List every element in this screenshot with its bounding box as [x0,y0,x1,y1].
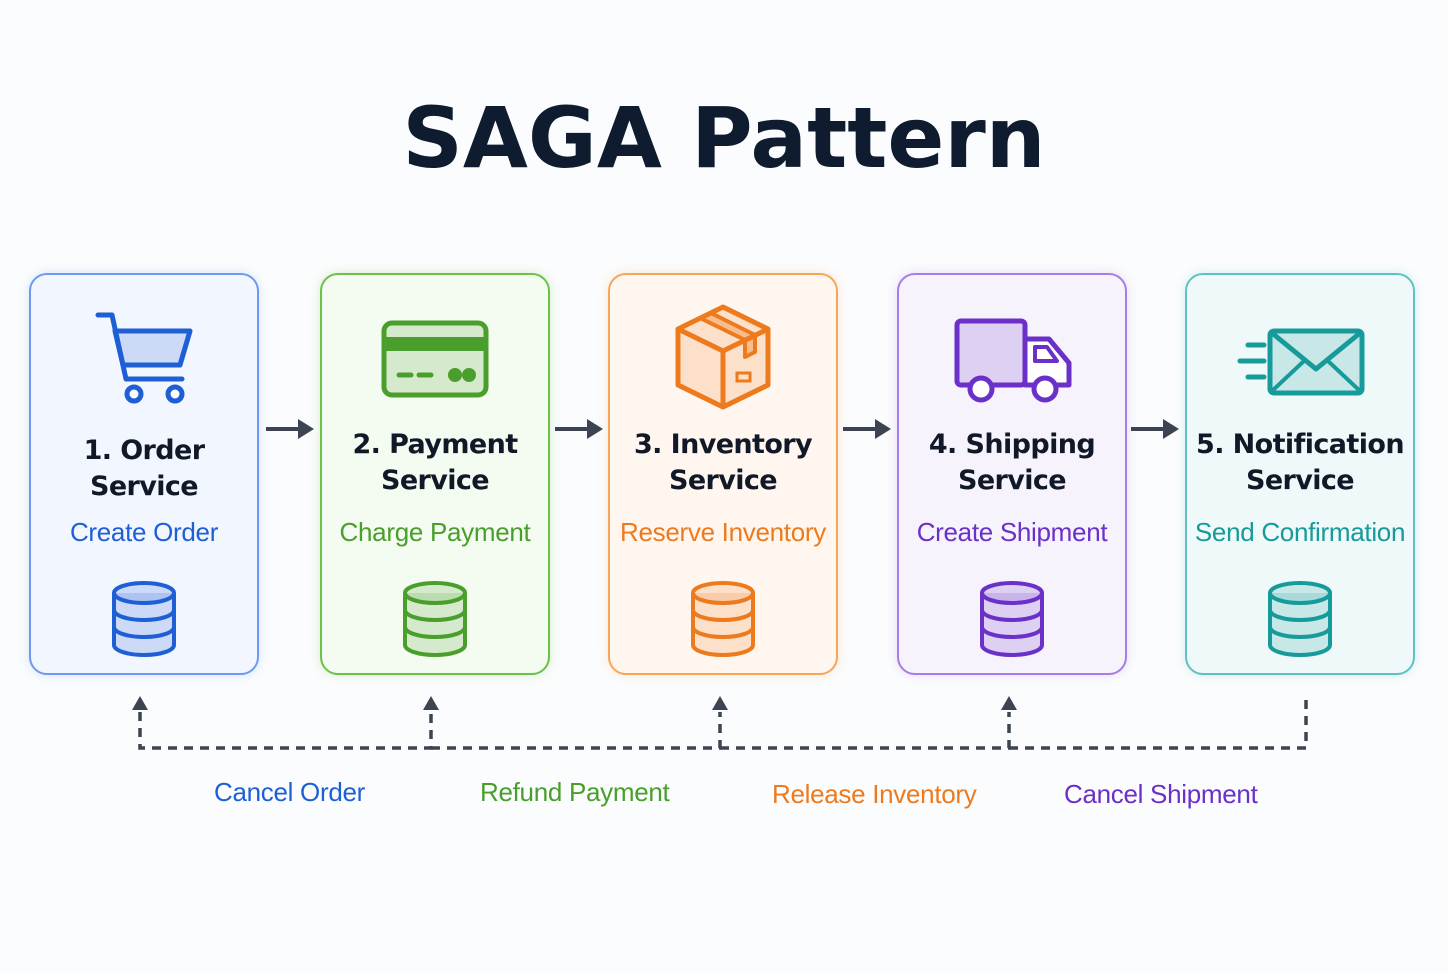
compensation-path-cancel-shipment [1009,694,1308,750]
database-ring [691,626,755,639]
database-top [1268,581,1332,605]
database-ring [112,609,176,622]
arrow-up-icon [423,696,439,710]
diagram-title: SAGA Pattern [402,89,1046,187]
shipping-service-card: 4. Shipping Service Create Shipment [897,273,1127,675]
payment-database-icon [322,579,548,659]
compensation-path-cancel-order [138,712,433,750]
notification-service-card: 5. Notification Service Send Confirmatio… [1185,273,1415,675]
compensation-label-cancel-order: Cancel Order [214,777,366,807]
database-ring [1268,626,1332,639]
database-ring [980,609,1044,622]
shipping-database-icon [899,579,1125,659]
envelope-icon [1187,301,1413,411]
payment-service-name: 2. Payment Service [352,429,518,496]
charge-payment-action: Charge Payment [339,517,531,547]
payment-service-card: 2. Payment Service Charge Payment [320,273,550,675]
inventory-database-icon [610,579,836,659]
compensation-path-release-inventory [720,712,1011,750]
database-body [980,593,1044,657]
inventory-service-name: 3. Inventory Service [633,429,813,496]
inventory-service-card: 3. Inventory Service Reserve Inventory [608,273,838,675]
shopping-cart-icon [31,301,257,411]
database-top [112,581,176,605]
reserve-inventory-action: Reserve Inventory [620,517,826,547]
order-database-icon [31,579,257,659]
database-ring [403,626,467,639]
arrow-right-icon [1131,419,1179,439]
package-box-icon [610,301,836,411]
database-ring [691,609,755,622]
create-order-action: Create Order [69,517,219,547]
delivery-truck-icon [899,301,1125,411]
arrow-right-icon [843,419,891,439]
database-body [691,593,755,657]
shipping-service-name: 4. Shipping Service [928,429,1096,496]
arrow-up-icon [132,696,148,710]
database-ring [1268,609,1332,622]
arrow-right-icon [266,419,314,439]
database-ring [112,626,176,639]
notification-service-name: 5. Notification Service [1196,429,1405,496]
arrow-up-icon [712,696,728,710]
database-body [112,593,176,657]
order-service-card: 1. Order Service Create Order [29,273,259,675]
create-shipment-action: Create Shipment [916,517,1108,547]
compensation-path-refund-payment [431,712,722,750]
database-ring [403,609,467,622]
compensation-label-cancel-shipment: Cancel Shipment [1064,779,1258,809]
compensation-label-refund-payment: Refund Payment [480,777,670,807]
credit-card-icon [322,301,548,411]
database-body [403,593,467,657]
arrow-right-icon [555,419,603,439]
database-top [691,581,755,605]
notification-database-icon [1187,579,1413,659]
compensation-label-release-inventory: Release Inventory [772,779,977,809]
order-service-name: 1. Order Service [83,435,205,502]
arrow-up-icon [1001,696,1017,710]
database-ring [980,626,1044,639]
send-confirmation-action: Send Confirmation [1194,517,1406,547]
database-top [403,581,467,605]
database-body [1268,593,1332,657]
database-top [980,581,1044,605]
